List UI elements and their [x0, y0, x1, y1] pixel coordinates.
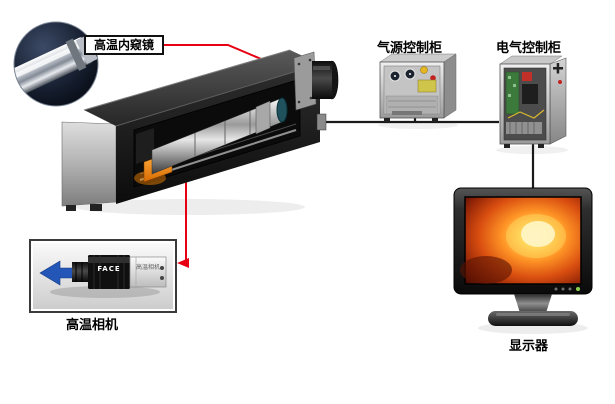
enclosure-connector-port	[316, 113, 327, 131]
enclosure-cutaway	[133, 78, 301, 188]
lens-flange	[293, 51, 317, 111]
endoscope-probe	[14, 35, 98, 98]
red-arrowhead	[177, 258, 189, 268]
camera-label: 高温相机	[66, 318, 119, 333]
monitor-button	[561, 287, 565, 291]
drive-block	[136, 128, 154, 164]
monitor-neck	[514, 294, 552, 313]
furnace-hotspot	[521, 221, 555, 247]
air-cabinet	[379, 53, 457, 122]
wiring	[507, 109, 545, 119]
air-cabinet-label: 气源控制柜	[377, 41, 443, 56]
electric-cabinet	[499, 55, 567, 148]
monitor	[453, 187, 593, 326]
electric-cabinet-label: 电气控制柜	[496, 41, 562, 56]
camera-connector	[160, 266, 164, 270]
enclosure	[61, 49, 339, 211]
enclosure-foot	[66, 205, 76, 211]
enclosure-foot	[90, 204, 102, 211]
tube-lens-end	[276, 97, 288, 123]
endoscope-tube	[151, 97, 288, 175]
relay-component	[522, 72, 532, 81]
monitor-button	[554, 287, 558, 291]
camera-lens-barrel	[72, 262, 88, 282]
lens-assembly	[293, 51, 339, 111]
pcb-board	[505, 71, 520, 115]
enclosure-top-face	[84, 50, 320, 126]
door-indicator	[558, 80, 562, 84]
camera-body-text: 高温相机	[135, 264, 160, 271]
red-valve-knob	[430, 75, 436, 81]
endoscope-label: 高温内窥镜	[84, 35, 164, 55]
camera-brand-text: FACE	[97, 265, 121, 273]
lens-barrel	[312, 61, 332, 99]
yellow-valve-knob	[420, 66, 428, 74]
tube-collar	[255, 100, 271, 135]
air-regulator	[417, 79, 437, 93]
camera-connector	[160, 276, 164, 280]
air-cabinet-side	[443, 53, 457, 119]
endoscope-photo-inset	[13, 21, 99, 107]
power-module	[522, 84, 538, 104]
monitor-label: 显示器	[509, 339, 549, 354]
camera-body	[88, 255, 130, 289]
power-led	[576, 287, 580, 291]
camera	[39, 255, 167, 289]
camera-photo-inset	[29, 239, 177, 313]
monitor-button	[568, 287, 572, 291]
enclosure-end-cap	[61, 121, 117, 207]
terminal-strip	[506, 122, 542, 134]
